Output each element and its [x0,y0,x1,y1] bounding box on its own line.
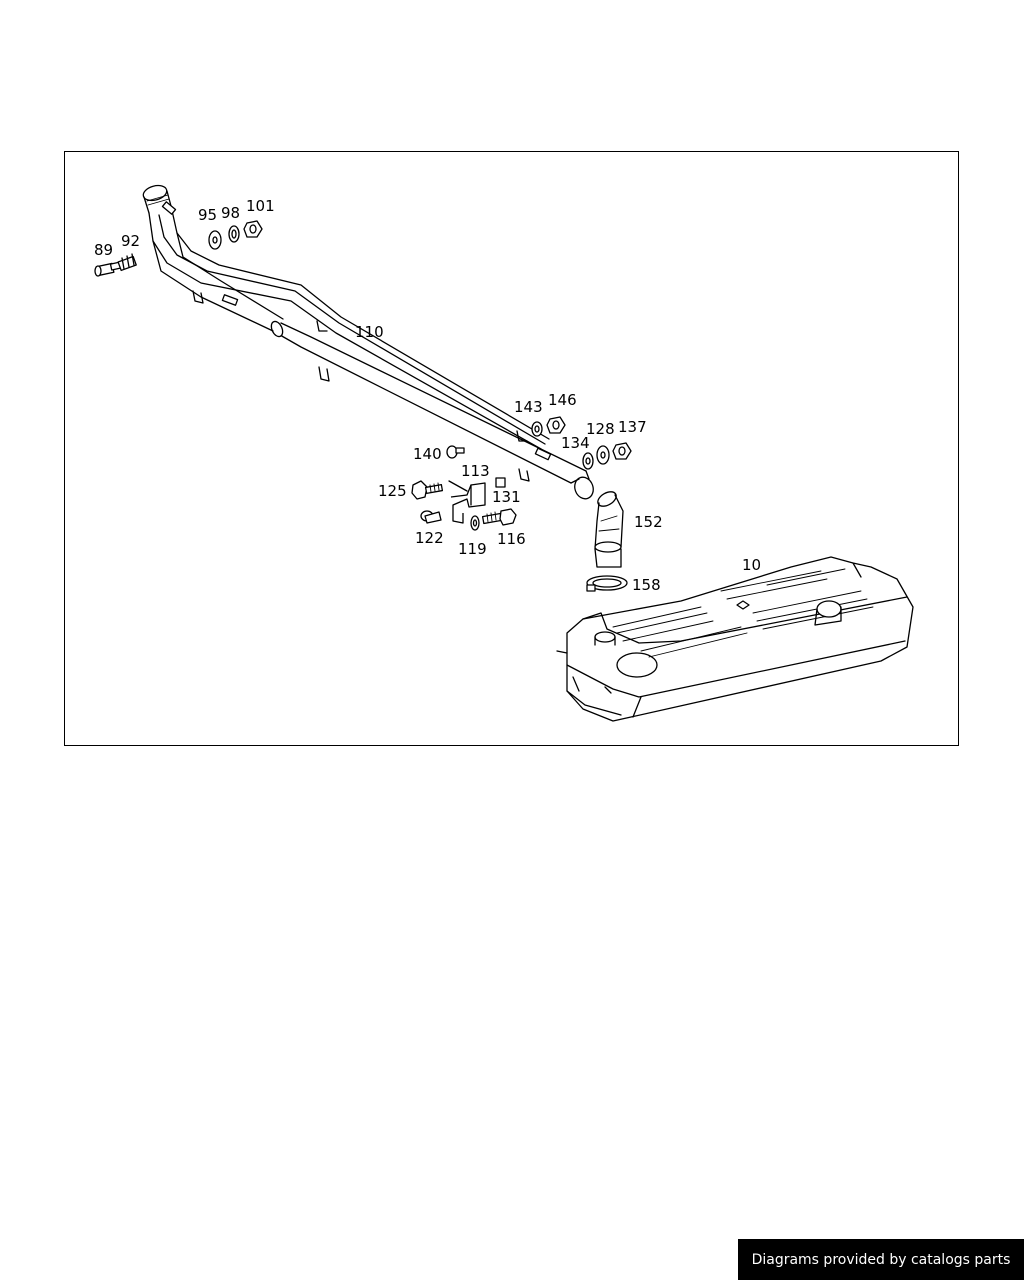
callout-125: 125 [378,482,407,500]
callout-10: 10 [742,556,761,574]
callout-116: 116 [497,530,526,548]
part-131-sleeve [495,477,506,488]
callout-128: 128 [586,420,615,438]
diagram-credit-banner: Diagrams provided by catalogs parts [738,1239,1024,1280]
part-95-washer [208,230,222,250]
part-10-fuel-tank [556,556,914,722]
fuel-system-parts-diagram: 89 92 95 98 101 110 143 146 134 128 137 … [94,184,914,722]
part-125-screw [411,480,444,500]
callout-110: 110 [355,323,384,341]
callout-140: 140 [413,445,442,463]
part-122-bushing [420,510,442,524]
part-116-bolt [481,508,517,526]
part-158-hose-clamp [586,575,628,592]
part-101-nut [243,220,263,238]
callout-98: 98 [221,204,240,222]
parts-diagram-frame: 89 92 95 98 101 110 143 146 134 128 137 … [64,151,959,746]
callout-101: 101 [246,197,275,215]
callout-92: 92 [121,232,140,250]
callout-137: 137 [618,418,647,436]
part-128-washer [596,445,610,465]
callout-146: 146 [548,391,577,409]
callout-152: 152 [634,513,663,531]
callout-89: 89 [94,241,113,259]
part-140-bolt [446,445,465,459]
callout-113: 113 [461,462,490,480]
callout-131: 131 [492,488,521,506]
part-134-washer [582,452,594,470]
fuel-filler-pipe-drawing [142,184,594,500]
part-89-bolt [94,261,123,277]
credit-text: Diagrams provided by catalogs parts [751,1251,1011,1268]
part-146-nut [546,416,566,434]
part-98-spacer [228,225,240,243]
callout-95: 95 [198,206,217,224]
part-119-washer [470,515,480,531]
part-92-fitting [117,253,137,272]
callout-119: 119 [458,540,487,558]
part-113-clamp-bracket [448,480,486,524]
callout-143: 143 [514,398,543,416]
callout-158: 158 [632,576,661,594]
part-152-hose-elbow [594,491,624,568]
part-143-washer [531,421,543,437]
callout-134: 134 [561,434,590,452]
part-137-nut [612,442,632,460]
callout-122: 122 [415,529,444,547]
